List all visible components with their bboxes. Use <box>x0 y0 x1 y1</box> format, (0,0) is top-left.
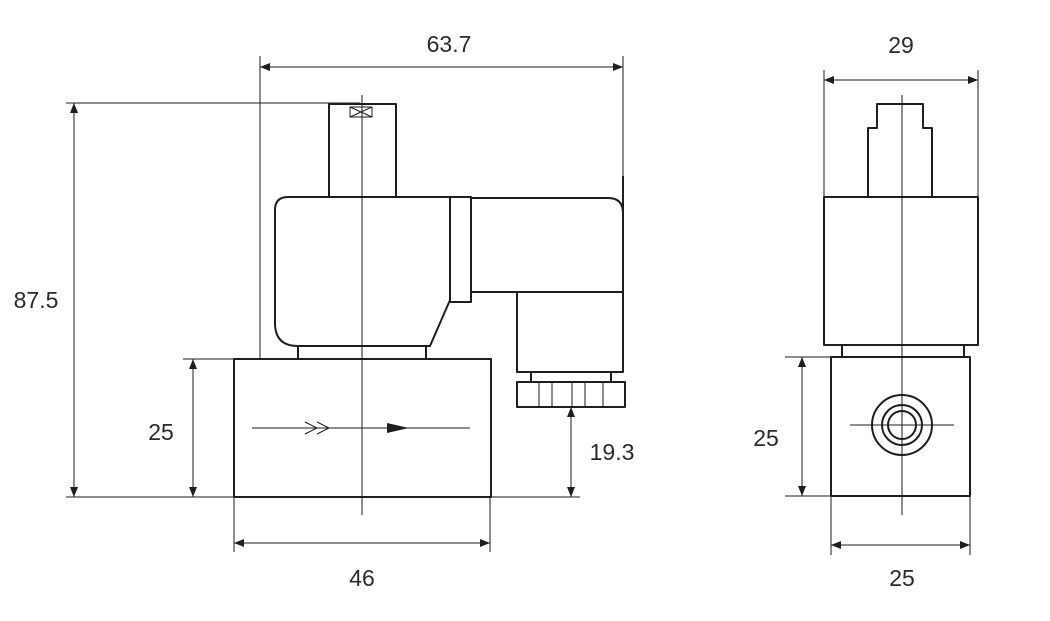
front-stem-collar <box>841 344 965 358</box>
front-view: 29 25 25 <box>753 32 979 591</box>
dim-46-label: 46 <box>349 565 375 591</box>
side-cable-gland <box>516 371 626 408</box>
dim-19-3-label: 19.3 <box>590 439 635 465</box>
dim-25-front-label: 25 <box>753 425 779 451</box>
front-coil-terminal <box>867 103 933 198</box>
dim-29-label: 29 <box>888 32 914 58</box>
side-connector-socket <box>516 291 624 373</box>
flow-direction-arrow <box>252 421 470 435</box>
front-coil-body <box>823 196 979 346</box>
side-coil-clip <box>449 196 472 303</box>
side-connector-housing <box>469 197 624 293</box>
dim-63-7-label: 63.7 <box>427 31 472 57</box>
terminal-cross-icon <box>349 106 373 118</box>
dim-25-side-label: 25 <box>148 419 174 445</box>
side-view: 63.7 87.5 25 19.3 46 <box>14 31 635 591</box>
dim-87-5-label: 87.5 <box>14 287 59 313</box>
dim-25-bottom-label: 25 <box>889 565 915 591</box>
